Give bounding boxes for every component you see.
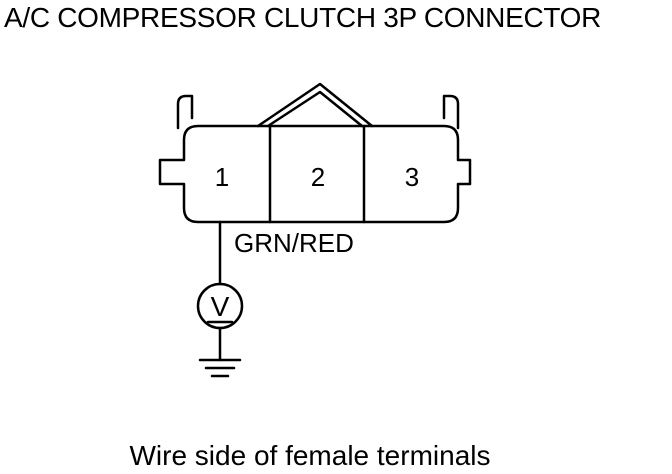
- terminal-1-label: 1: [215, 162, 229, 192]
- key-outer: [256, 82, 374, 128]
- diagram-caption: Wire side of female terminals: [129, 440, 491, 471]
- left-latch: [176, 94, 194, 130]
- terminal-3-label: 3: [405, 162, 419, 192]
- right-latch: [442, 94, 460, 130]
- connector-body: [158, 124, 472, 224]
- terminal-2-label: 2: [311, 162, 325, 192]
- key-inner: [266, 90, 364, 128]
- wire-color-label: GRN/RED: [234, 228, 354, 258]
- ground-icon: [198, 358, 242, 378]
- voltmeter-symbol: V: [211, 291, 230, 322]
- diagram-title: A/C COMPRESSOR CLUTCH 3P CONNECTOR: [4, 2, 602, 33]
